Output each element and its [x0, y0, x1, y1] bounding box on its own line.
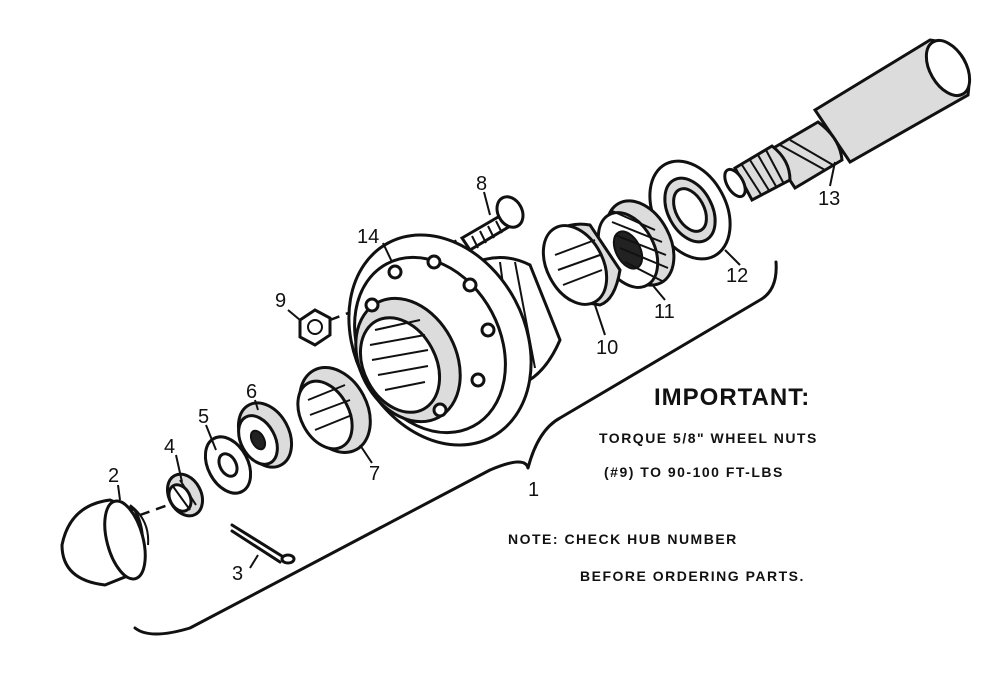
inner-bearing-cone-part — [596, 199, 676, 289]
assembly-bracket — [133, 260, 778, 636]
leader-line — [117, 484, 121, 501]
callout-9: 9 — [275, 290, 286, 312]
callout-14: 14 — [357, 226, 379, 248]
leader-line — [175, 454, 183, 483]
callout-11: 11 — [654, 301, 675, 323]
cotter-pin-part — [230, 523, 296, 565]
leader-line — [649, 281, 666, 301]
leader-line — [359, 444, 373, 464]
callout-12: 12 — [726, 265, 748, 287]
torque-note-line-2: (#9) TO 90-100 FT-LBS — [604, 464, 784, 480]
leader-line — [829, 161, 836, 187]
important-heading: IMPORTANT: — [654, 384, 811, 411]
leader-line — [594, 304, 606, 336]
callout-3: 3 — [232, 563, 243, 585]
axis-line — [139, 503, 169, 517]
leader-line — [483, 191, 491, 216]
hub-part — [347, 233, 562, 447]
outer-bearing-cup-part — [296, 366, 372, 454]
callout-6: 6 — [246, 381, 257, 403]
check-hub-note-line-2: BEFORE ORDERING PARTS. — [580, 568, 805, 584]
check-hub-note-line-1: NOTE: CHECK HUB NUMBER — [508, 531, 738, 547]
washer-part — [203, 435, 253, 495]
callout-13: 13 — [818, 188, 840, 210]
dust-cap-part — [60, 498, 150, 587]
leader-line — [205, 424, 217, 451]
callout-1: 1 — [528, 479, 539, 501]
leader-line — [724, 249, 741, 266]
callout-7: 7 — [369, 463, 380, 485]
inner-bearing-cup-part — [541, 222, 622, 307]
callout-5: 5 — [198, 406, 209, 428]
callout-4: 4 — [164, 436, 175, 458]
leader-line — [382, 242, 393, 263]
leader-line — [254, 399, 259, 411]
leader-line — [249, 554, 259, 569]
castle-nut-part — [165, 472, 205, 518]
torque-note-line-1: TORQUE 5/8" WHEEL NUTS — [599, 430, 818, 446]
outer-bearing-cone-part — [236, 401, 294, 469]
callout-2: 2 — [108, 465, 119, 487]
callout-8: 8 — [476, 173, 487, 195]
leader-line — [287, 309, 301, 321]
wheel-nut-part — [298, 308, 332, 347]
wheel-stud-part — [459, 195, 525, 253]
spindle-part — [723, 38, 972, 203]
callout-10: 10 — [596, 337, 618, 359]
